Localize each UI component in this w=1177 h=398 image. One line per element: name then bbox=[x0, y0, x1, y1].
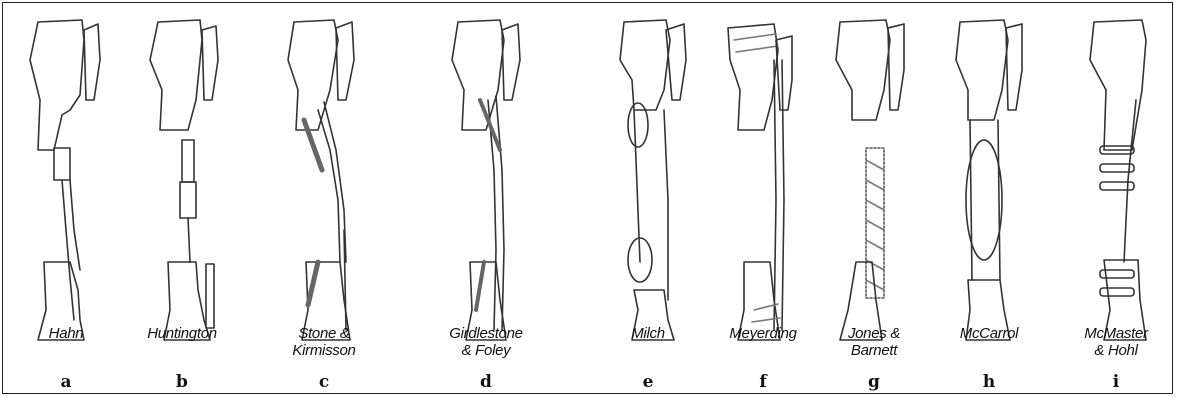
label-hahn: Hahn bbox=[6, 325, 126, 342]
panel-letter-i: i bbox=[1056, 372, 1176, 392]
diagram-stone-kirmisson bbox=[288, 20, 354, 340]
panel-letter-c: c bbox=[264, 372, 384, 392]
panel-letter-b: b bbox=[122, 372, 242, 392]
label-mcmaster-hohl: McMaster & Hohl bbox=[1056, 325, 1176, 359]
diagram-hahn bbox=[30, 20, 100, 340]
diagram-milch bbox=[620, 20, 686, 340]
label-mccarrol: McCarrol bbox=[929, 325, 1049, 342]
panel-letter-e: e bbox=[588, 372, 708, 392]
diagram-meyerding bbox=[728, 24, 792, 340]
label-huntington: Huntington bbox=[122, 325, 242, 342]
panel-letter-g: g bbox=[814, 372, 934, 392]
panel-letter-h: h bbox=[929, 372, 1049, 392]
diagram-girdlestone-foley bbox=[452, 20, 520, 340]
diagram-mccarrol bbox=[956, 20, 1022, 340]
panel-letter-a: a bbox=[6, 372, 126, 392]
panel-letter-d: d bbox=[426, 372, 546, 392]
diagram-mcmaster-hohl bbox=[1090, 20, 1146, 340]
diagram-huntington bbox=[150, 20, 218, 340]
label-stone-kirmisson: Stone & Kirmisson bbox=[264, 325, 384, 359]
label-meyerding: Meyerding bbox=[703, 325, 823, 342]
label-girdlestone-foley: Girdlestone & Foley bbox=[426, 325, 546, 359]
label-jones-barnett: Jones & Barnett bbox=[814, 325, 934, 359]
label-milch: Milch bbox=[588, 325, 708, 342]
panel-letter-f: f bbox=[703, 372, 823, 392]
diagram-jones-barnett bbox=[836, 20, 904, 340]
